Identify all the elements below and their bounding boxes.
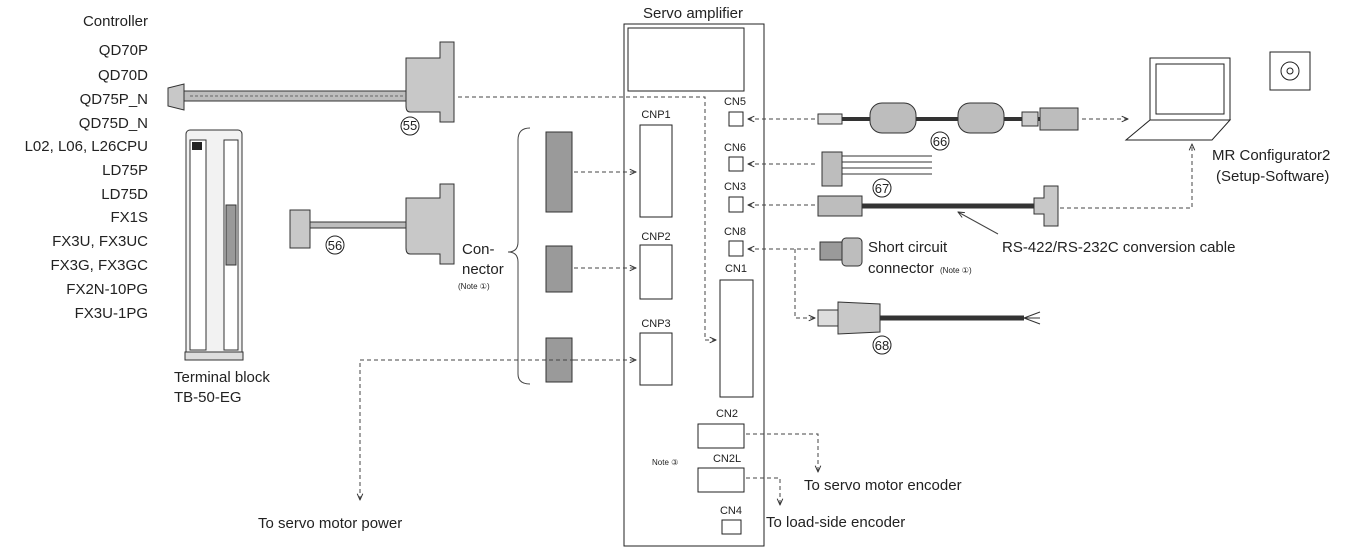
conversion-cable-pointer xyxy=(958,212,999,235)
cn1-port xyxy=(719,279,754,398)
conversion-to-pc-line xyxy=(1060,144,1192,209)
controller-cable-55: 55 xyxy=(167,41,455,136)
usb-cable-66: 66 xyxy=(817,102,1079,151)
controller-model: FX2N-10PG xyxy=(66,281,148,298)
terminal-cable-56: 56 xyxy=(289,183,455,265)
controller-model: FX3U-1PG xyxy=(75,305,148,322)
controller-model: LD75P xyxy=(102,162,148,179)
cable-67-number: 67 xyxy=(875,181,889,196)
cn2l-label: CN2L xyxy=(713,453,741,465)
cn2-port xyxy=(697,423,745,449)
terminal-block-label: Terminal block xyxy=(174,369,270,386)
controller-header: Controller xyxy=(83,13,148,30)
controller-model: FX1S xyxy=(110,209,148,226)
motor-encoder-label: To servo motor encoder xyxy=(804,477,962,494)
rs422-conversion-cable xyxy=(817,185,1059,227)
cn5-label: CN5 xyxy=(724,96,746,108)
cn8-label: CN8 xyxy=(724,226,746,238)
motor-encoder-line xyxy=(746,433,818,472)
personal-computer-illustration xyxy=(1124,57,1232,141)
terminal-block-model: TB-50-EG xyxy=(174,389,242,406)
cn6-label: CN6 xyxy=(724,142,746,154)
short-circuit-label-2: connector xyxy=(868,260,934,277)
cn8-cable-68-line xyxy=(794,249,815,318)
controller-model: FX3U, FX3UC xyxy=(52,233,148,250)
connector-note: (Note ①) xyxy=(458,282,490,291)
cn4-port xyxy=(721,519,742,535)
controller-model: QD75D_N xyxy=(79,115,148,132)
cable-55-number: 55 xyxy=(403,118,417,133)
cn1-label: CN1 xyxy=(725,263,747,275)
motor-power-label: To servo motor power xyxy=(258,515,402,532)
terminal-block-illustration xyxy=(184,129,244,361)
controller-list: Controller QD70P QD70D QD75P_N QD75D_N L… xyxy=(25,13,149,322)
cn6-cable-67: 67 xyxy=(821,151,932,198)
cnp1-port xyxy=(639,124,673,218)
short-circuit-label: Short circuit xyxy=(868,239,948,256)
software-cd-icon xyxy=(1269,51,1311,91)
cn3-port xyxy=(728,196,744,213)
connector-label: Con- xyxy=(462,241,495,258)
note-2-label: Note ③ xyxy=(652,458,678,467)
servo-amplifier-display-window xyxy=(627,27,745,92)
cable-68: 68 xyxy=(817,301,1041,355)
conversion-cable-label: RS-422/RS-232C conversion cable xyxy=(1002,239,1235,256)
controller-model: L02, L06, L26CPU xyxy=(25,138,148,155)
cn8-port xyxy=(728,240,744,257)
short-circuit-note: (Note ①) xyxy=(940,266,972,275)
cn5-port xyxy=(728,111,744,127)
controller-model: FX3G, FX3GC xyxy=(50,257,148,274)
controller-model: QD70D xyxy=(98,67,148,84)
connector-label-2: nector xyxy=(462,261,504,278)
cnp3-port xyxy=(639,332,673,386)
motor-power-line xyxy=(360,359,574,500)
cn6-port xyxy=(728,156,744,172)
software-name: MR Configurator2 xyxy=(1212,147,1330,164)
load-encoder-line xyxy=(746,477,780,505)
controller-model: QD75P_N xyxy=(80,91,148,108)
cable-56-number: 56 xyxy=(328,238,342,253)
cn4-label: CN4 xyxy=(720,505,742,517)
controller-model: QD70P xyxy=(99,42,148,59)
cn3-label: CN3 xyxy=(724,181,746,193)
cn2-label: CN2 xyxy=(716,408,738,420)
cn2l-port xyxy=(697,467,745,493)
cnp2-port xyxy=(639,244,673,300)
power-connector-plugs xyxy=(545,131,573,383)
connector-bracket xyxy=(507,127,531,385)
servo-amplifier-title: Servo amplifier xyxy=(643,5,743,22)
load-encoder-label: To load-side encoder xyxy=(766,514,905,531)
software-subtitle: (Setup-Software) xyxy=(1216,168,1329,185)
cable-68-number: 68 xyxy=(875,338,889,353)
short-circuit-connector xyxy=(819,237,863,267)
cable-66-number: 66 xyxy=(933,134,947,149)
controller-model: LD75D xyxy=(101,186,148,203)
cnp3-label: CNP3 xyxy=(641,318,670,330)
cnp1-label: CNP1 xyxy=(641,109,670,121)
cnp2-label: CNP2 xyxy=(641,231,670,243)
